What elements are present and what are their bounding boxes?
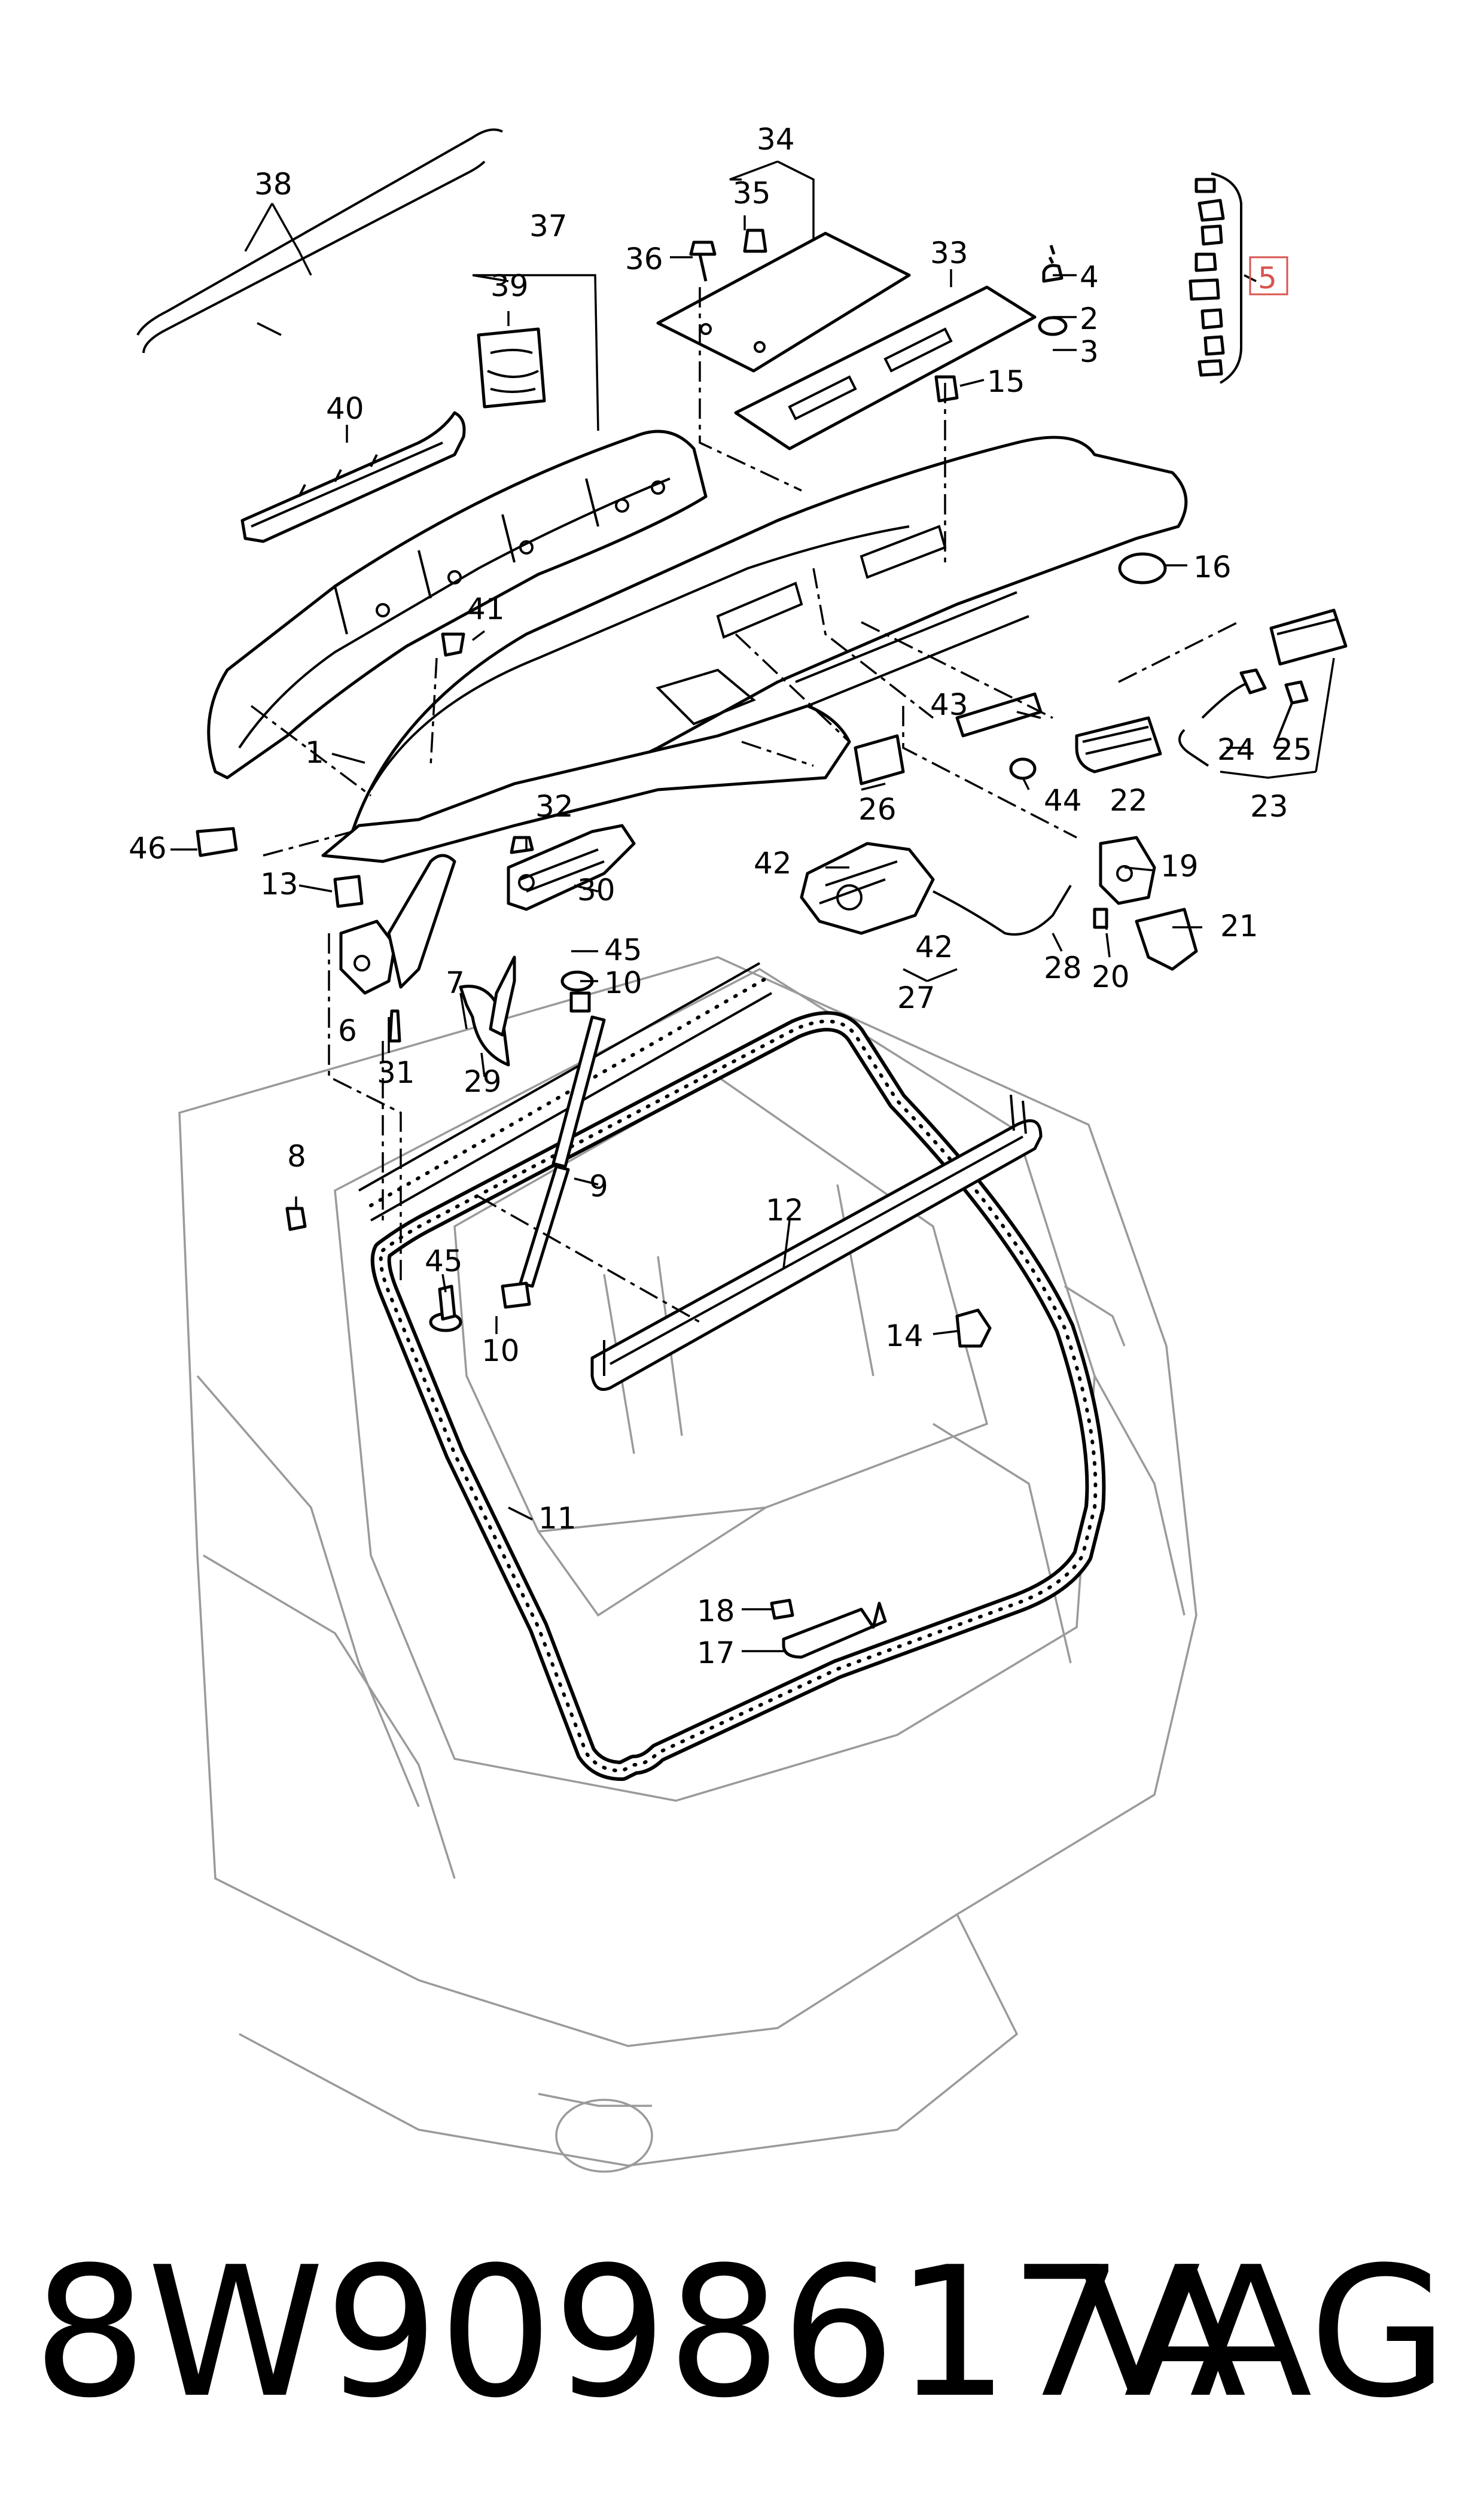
fastener-bag (477, 327, 546, 409)
callout-44: 44 (1044, 783, 1082, 818)
callout-42-bottom: 42 (915, 930, 953, 964)
car-body-outline (178, 956, 1197, 2173)
callout-28: 28 (1044, 951, 1082, 985)
callout-20: 20 (1092, 960, 1130, 994)
callout-45-top: 45 (604, 933, 642, 967)
callout-19: 19 (1160, 849, 1199, 884)
callout-36: 36 (625, 242, 663, 276)
callout-40: 40 (326, 391, 364, 426)
callout-25: 25 (1274, 732, 1312, 767)
body-latch-parts (285, 1207, 992, 1659)
callout-22: 22 (1110, 783, 1148, 818)
screw-set (1189, 172, 1242, 384)
callout-6: 6 (338, 1013, 357, 1048)
gas-strut (429, 970, 606, 1332)
leader-lines (170, 160, 1335, 1652)
tailgate-drive (507, 824, 636, 911)
callout-8: 8 (287, 1139, 306, 1174)
callout-21: 21 (1220, 909, 1258, 943)
trim-panels (656, 232, 1037, 450)
callout-1: 1 (305, 735, 324, 770)
callout-23: 23 (1250, 789, 1288, 824)
roof-spoiler (207, 430, 708, 780)
spoiler-cover (240, 411, 466, 543)
callout-10-bottom: 10 (482, 1333, 520, 1368)
callout-7: 7 (446, 966, 465, 1000)
footer: 8W9098617A VAG (0, 2213, 1484, 2453)
callout-17: 17 (697, 1636, 735, 1670)
callout-29: 29 (464, 1064, 502, 1099)
callout-34: 34 (757, 122, 795, 157)
callout-5: 5 (1258, 261, 1277, 296)
roof-trim-strips (136, 128, 503, 354)
callout-38: 38 (254, 167, 292, 202)
callout-5-box (1249, 256, 1288, 296)
callout-35: 35 (733, 176, 771, 211)
switches-and-wiring (854, 608, 1348, 785)
callout-43: 43 (930, 687, 968, 722)
callout-46: 46 (129, 831, 167, 866)
callout-39: 39 (490, 269, 529, 303)
callout-13: 13 (260, 867, 298, 902)
closing-motor (800, 836, 1198, 971)
callout-42-top: 42 (754, 846, 792, 881)
hinge-assembly (339, 854, 516, 1067)
callout-37: 37 (529, 209, 568, 243)
tailgate-seal (370, 1011, 1106, 1781)
callout-4: 4 (1080, 260, 1099, 294)
callout-31: 31 (377, 1055, 415, 1090)
callout-14: 14 (885, 1319, 924, 1353)
callout-3: 3 (1080, 334, 1099, 369)
callout-16: 16 (1193, 550, 1232, 584)
callout-26: 26 (858, 792, 897, 827)
callout-27: 27 (897, 981, 936, 1015)
callout-24: 24 (1217, 732, 1256, 767)
assembly-lines (250, 287, 1239, 1323)
small-hardware (196, 229, 1167, 908)
callout-18: 18 (697, 1594, 735, 1628)
callout-10-top: 10 (604, 966, 642, 1000)
callout-33: 33 (930, 236, 968, 270)
callout-11: 11 (538, 1501, 577, 1536)
callout-45-bottom: 45 (425, 1244, 463, 1278)
callout-12: 12 (766, 1193, 804, 1228)
manufacturer: VAG (1078, 2228, 1448, 2437)
callout-41: 41 (467, 592, 505, 626)
callout-labels: 38 37 39 40 34 35 36 33 4 2 3 15 5 16 41… (129, 122, 1312, 1670)
callout-9: 9 (589, 1169, 608, 1204)
callout-32: 32 (535, 789, 574, 824)
part-number: 8W9098617A (33, 2228, 1247, 2437)
callout-2: 2 (1080, 302, 1099, 336)
callout-15: 15 (987, 364, 1025, 399)
spoiler-blade (590, 1094, 1043, 1391)
callout-30: 30 (577, 873, 615, 908)
tailgate-panel (321, 436, 1188, 863)
